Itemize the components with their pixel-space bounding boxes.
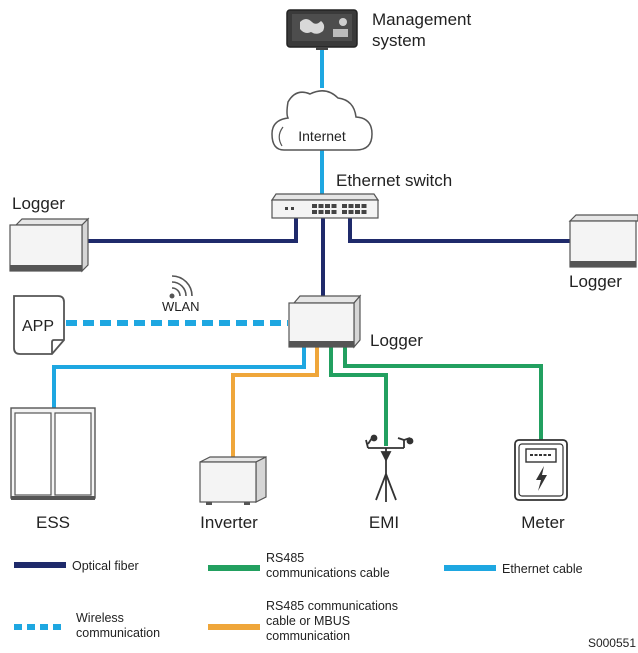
legend-label-rs485-line2: communications cable bbox=[266, 566, 390, 580]
internet-cloud: Internet bbox=[271, 90, 373, 151]
switch-port bbox=[318, 210, 324, 214]
legend-label-wireless-line2: communication bbox=[76, 626, 160, 640]
switch-port bbox=[342, 210, 347, 214]
wlan: WLAN bbox=[162, 275, 200, 314]
switch-port bbox=[355, 204, 360, 208]
cable-logger-emi bbox=[329, 346, 388, 446]
switch-status-led bbox=[285, 207, 288, 210]
logger-center: Logger bbox=[288, 294, 423, 350]
ess: ESS bbox=[10, 407, 96, 532]
legend-label-rs485-mbus-line2: cable or MBUS bbox=[266, 614, 350, 628]
management-system: Management system bbox=[286, 9, 472, 50]
logger-left-label: Logger bbox=[12, 194, 65, 213]
wlan-label: WLAN bbox=[162, 299, 200, 314]
legend-label-wireless-line1: Wireless bbox=[76, 611, 124, 625]
inverter-icon bbox=[199, 456, 267, 505]
app-label: APP bbox=[22, 318, 54, 335]
switch-port bbox=[318, 204, 324, 208]
inverter-label: Inverter bbox=[200, 513, 258, 532]
switch-port bbox=[348, 210, 354, 214]
cabinet-icon bbox=[10, 407, 96, 500]
cable-switch-logger-left bbox=[82, 218, 298, 243]
legend-label-rs485-mbus-line1: RS485 communications bbox=[266, 599, 398, 613]
switch-port bbox=[312, 210, 317, 214]
wifi-icon bbox=[169, 275, 193, 299]
weather-station-icon bbox=[365, 434, 414, 502]
legend-ethernet: Ethernet cable bbox=[444, 562, 583, 576]
switch-port bbox=[361, 210, 367, 214]
switch-port bbox=[331, 210, 337, 214]
ess-label: ESS bbox=[36, 513, 70, 532]
management-system-label-line1: Management bbox=[372, 10, 472, 29]
switch-port bbox=[325, 204, 330, 208]
monitor-icon bbox=[286, 9, 358, 50]
switch-port bbox=[325, 210, 330, 214]
logger-left: Logger bbox=[9, 194, 90, 273]
internet-label: Internet bbox=[298, 128, 346, 144]
legend-label-ethernet: Ethernet cable bbox=[502, 562, 583, 576]
switch-port bbox=[342, 204, 347, 208]
figure-id: S000551 bbox=[588, 636, 636, 650]
switch-port bbox=[312, 204, 317, 208]
document-icon bbox=[13, 295, 65, 355]
cable-logger-meter bbox=[343, 346, 543, 441]
meter: Meter bbox=[514, 439, 568, 532]
legend-label-rs485-line1: RS485 bbox=[266, 551, 304, 565]
logger-center-label: Logger bbox=[370, 331, 423, 350]
emi-label: EMI bbox=[369, 513, 399, 532]
cable-switch-logger-right bbox=[348, 218, 570, 243]
app: APP bbox=[13, 295, 65, 355]
ethernet-switch-label: Ethernet switch bbox=[336, 171, 452, 190]
legend-label-rs485-mbus-line3: communication bbox=[266, 629, 350, 643]
legend-label-optical-fiber: Optical fiber bbox=[72, 559, 139, 573]
cloud-icon bbox=[271, 90, 373, 151]
logger-right: Logger bbox=[568, 214, 638, 291]
switch-port bbox=[348, 204, 354, 208]
switch-port bbox=[355, 210, 360, 214]
meter-label: Meter bbox=[521, 513, 565, 532]
switch-status-led bbox=[291, 207, 294, 210]
cables bbox=[52, 47, 570, 461]
cable-logger-ess bbox=[52, 346, 306, 409]
management-system-label-line2: system bbox=[372, 31, 426, 50]
management-system-label: Management system bbox=[372, 10, 472, 50]
logger-right-label: Logger bbox=[569, 272, 622, 291]
meter-icon bbox=[514, 439, 568, 501]
switch-icon bbox=[270, 193, 380, 219]
inverter: Inverter bbox=[199, 456, 267, 532]
switch-port bbox=[361, 204, 367, 208]
emi: EMI bbox=[365, 434, 414, 532]
legend-optical-fiber: Optical fiber bbox=[14, 559, 139, 573]
switch-ports bbox=[285, 204, 367, 214]
cable-logger-inverter bbox=[231, 346, 319, 461]
switch-port bbox=[331, 204, 337, 208]
ethernet-switch: Ethernet switch bbox=[270, 171, 452, 219]
